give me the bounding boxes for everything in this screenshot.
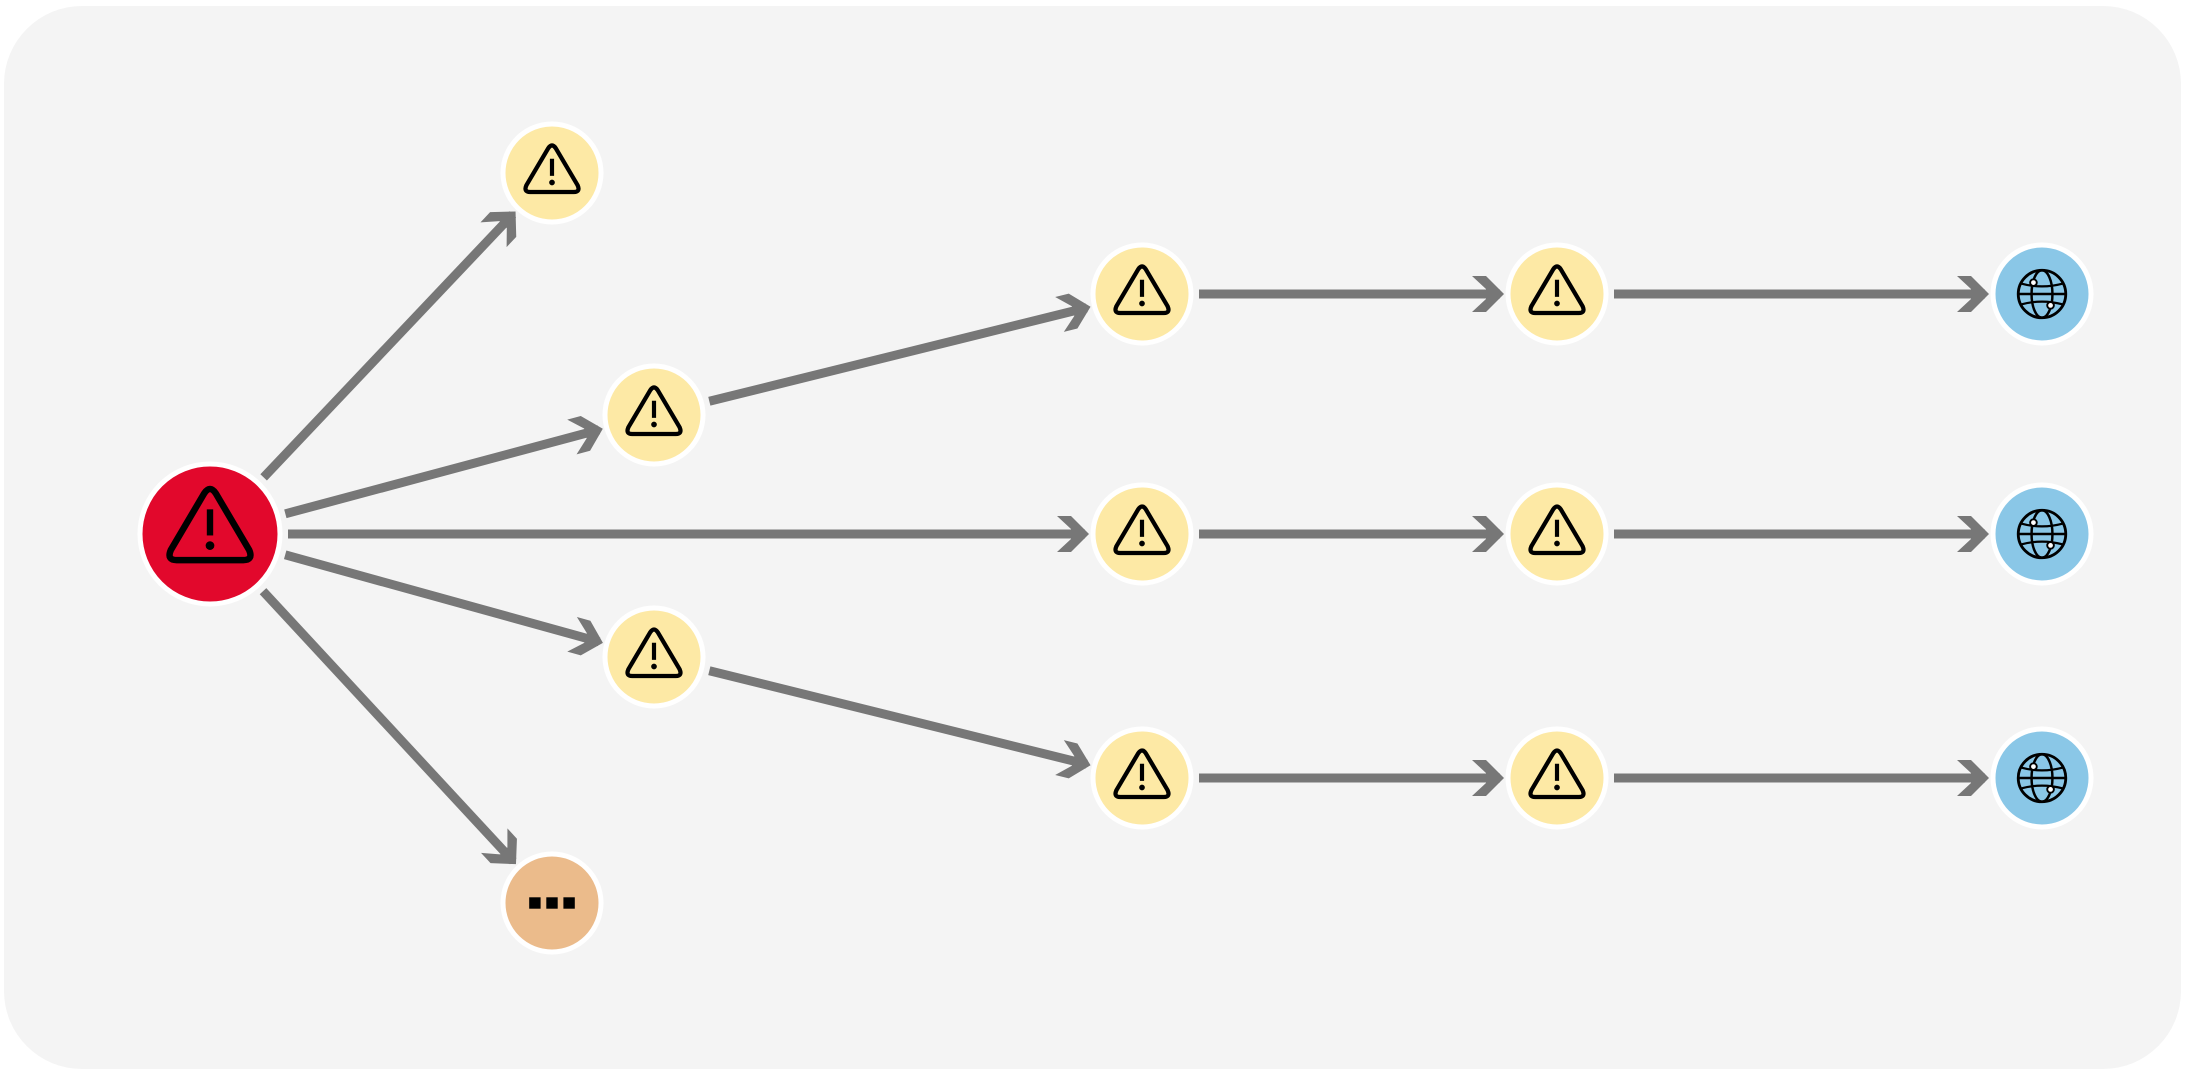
edges-layer	[259, 211, 1989, 865]
node-w-upper[interactable]	[602, 363, 706, 467]
edge-a2-to-a3	[1614, 276, 1989, 312]
node-b1[interactable]	[1090, 482, 1194, 586]
node-root[interactable]	[137, 461, 283, 607]
edge-a1-to-a2	[1199, 276, 1504, 312]
edge-root-to-w-top	[260, 211, 517, 481]
edge-b2-to-b3	[1614, 516, 1989, 552]
edge-line	[284, 425, 601, 519]
arrowhead	[481, 828, 517, 865]
arrowhead	[1957, 760, 1989, 796]
node-b2[interactable]	[1505, 482, 1609, 586]
edge-c2-to-c3	[1614, 760, 1989, 796]
node-w-top[interactable]	[500, 121, 604, 225]
edge-b1-to-b2	[1199, 516, 1504, 552]
node-a3[interactable]	[1990, 242, 2094, 346]
ellipsis-icon	[529, 897, 575, 909]
edge-root-to-more	[259, 588, 517, 865]
edge-w-upper-to-a1	[708, 293, 1091, 406]
edge-root-to-w-lower	[283, 550, 603, 656]
node-c3[interactable]	[1990, 726, 2094, 830]
edge-c1-to-c2	[1199, 760, 1504, 796]
node-w-lower[interactable]	[602, 605, 706, 709]
node-c1[interactable]	[1090, 726, 1194, 830]
edge-line	[260, 211, 517, 481]
arrowhead	[1055, 293, 1091, 332]
arrowhead	[1472, 760, 1504, 796]
edge-line	[708, 303, 1088, 406]
node-b3[interactable]	[1990, 482, 2094, 586]
arrowhead	[1957, 276, 1989, 312]
node-a1[interactable]	[1090, 242, 1194, 346]
node-c2[interactable]	[1505, 726, 1609, 830]
edge-line	[708, 666, 1088, 769]
edge-line	[259, 588, 517, 865]
arrowhead	[480, 211, 517, 248]
arrowhead	[1055, 740, 1091, 779]
edge-root-to-b1	[288, 516, 1089, 552]
nodes-layer	[137, 121, 2094, 955]
edge-line	[283, 550, 601, 647]
arrowhead	[1472, 276, 1504, 312]
node-more[interactable]	[500, 851, 604, 955]
arrowhead	[1472, 516, 1504, 552]
arrowhead	[1057, 516, 1089, 552]
edge-w-lower-to-c1	[708, 666, 1091, 779]
arrowhead	[567, 415, 603, 455]
node-a2[interactable]	[1505, 242, 1609, 346]
arrowhead	[1957, 516, 1989, 552]
arrowhead	[567, 616, 603, 656]
edge-root-to-w-upper	[284, 415, 603, 519]
